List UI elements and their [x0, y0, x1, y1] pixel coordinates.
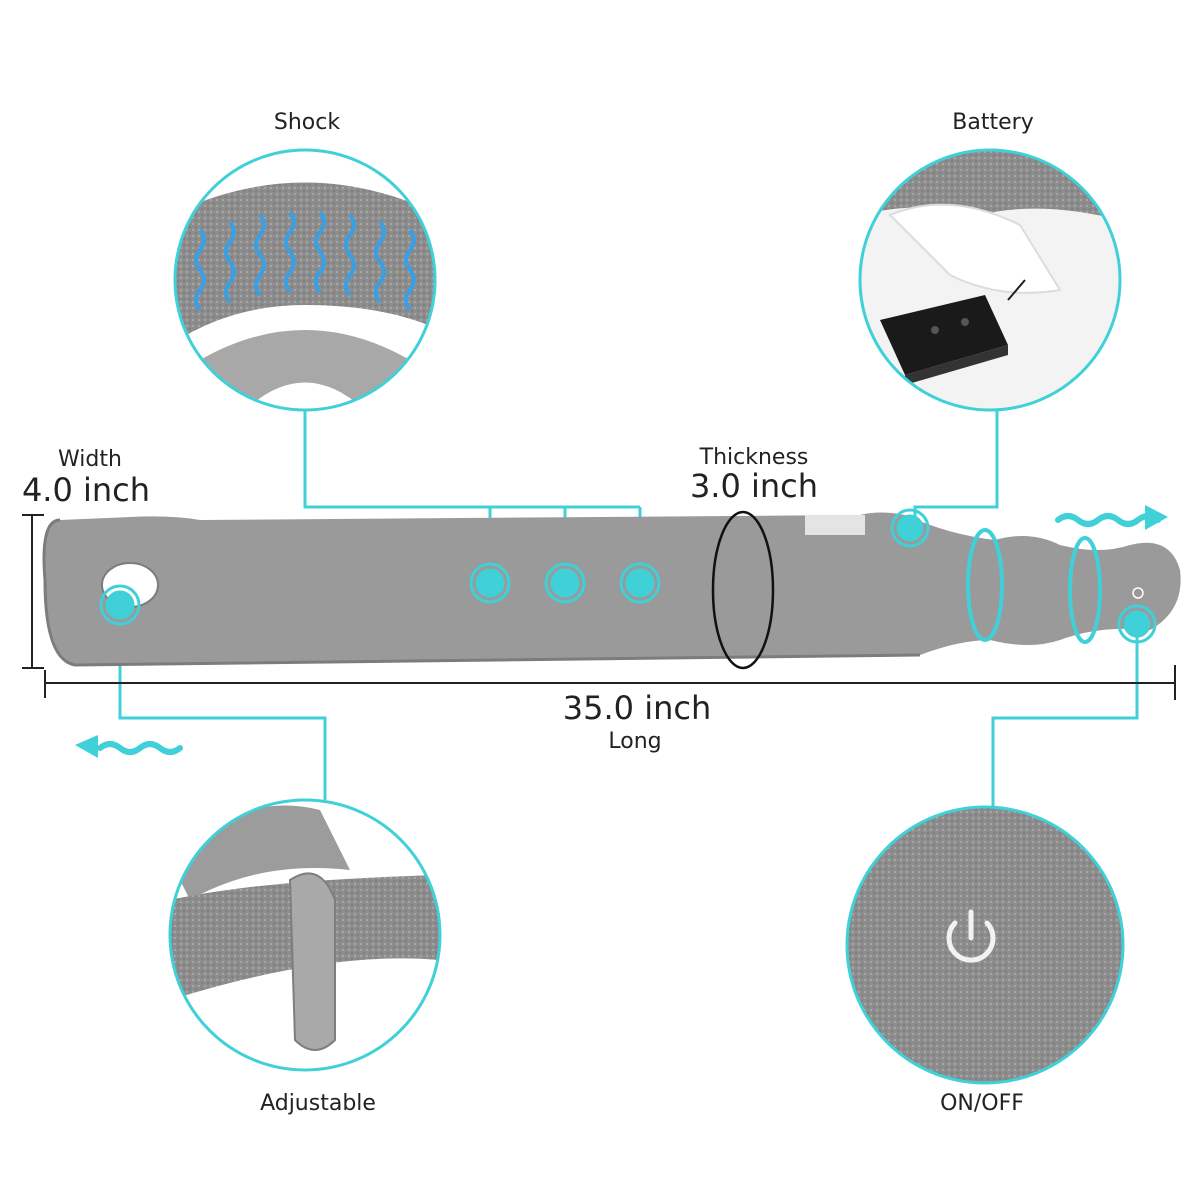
shock-detail-circle: [175, 150, 435, 410]
shock-label: Shock: [273, 110, 341, 135]
thickness-value: 3.0 inch: [689, 467, 819, 505]
width-value: 4.0 inch: [21, 471, 151, 509]
onoff-label: ON/OFF: [940, 1091, 1024, 1116]
onoff-detail-circle: [847, 807, 1123, 1083]
length-value: 35.0 inch: [562, 689, 712, 727]
battery-box-icon: [880, 295, 1008, 385]
hotspot-icon: [99, 508, 1157, 644]
pillow-body: [42, 512, 1181, 667]
dimension-lines: [22, 514, 1176, 700]
wave-arrow-right-icon: [1055, 505, 1168, 530]
thickness-ring: [711, 510, 775, 670]
battery-label: Battery: [952, 110, 1034, 135]
battery-connector: [913, 410, 999, 525]
wave-arrow-left-icon: [75, 735, 183, 758]
length-label: Long: [608, 729, 662, 754]
thickness-label: Thickness: [699, 445, 809, 470]
onoff-connector: [991, 628, 1139, 808]
power-icon: [946, 909, 996, 963]
width-label: Width: [58, 447, 122, 472]
shock-connector: [303, 410, 640, 509]
adjustable-label: Adjustable: [260, 1091, 376, 1116]
